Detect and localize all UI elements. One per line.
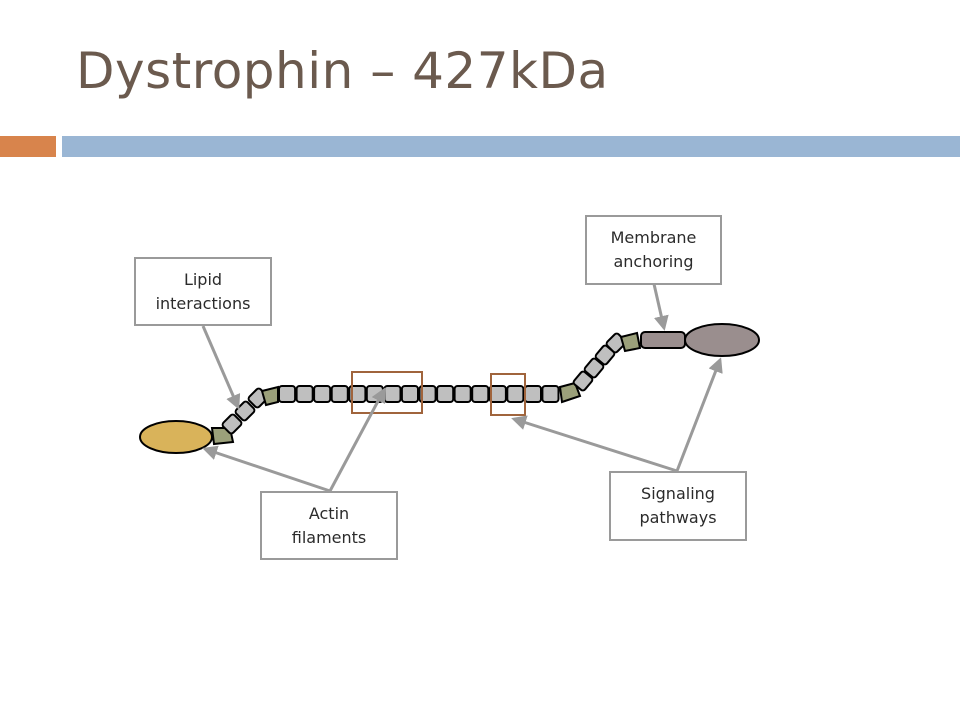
n-terminus-domain bbox=[139, 420, 213, 454]
lipid-interactions-label: Lipid interactions bbox=[134, 257, 272, 326]
spectrin-repeat bbox=[295, 385, 314, 403]
hinge-segment bbox=[558, 381, 582, 404]
membrane-anchoring-label: Membrane anchoring bbox=[585, 215, 722, 285]
spectrin-repeat bbox=[221, 413, 243, 435]
title-accent-bar-orange bbox=[0, 136, 56, 157]
arrow-signaling-to-rod bbox=[511, 415, 678, 473]
spectrin-repeat bbox=[400, 385, 419, 403]
hinge-segment bbox=[260, 385, 279, 407]
spectrin-repeat bbox=[383, 385, 402, 403]
spectrin-repeat bbox=[348, 385, 367, 403]
arrow-signaling-to-c-terminus bbox=[675, 357, 723, 472]
cysteine-rich-domain bbox=[640, 331, 686, 349]
spectrin-repeat bbox=[541, 385, 560, 403]
membrane-label-line2: anchoring bbox=[613, 252, 694, 271]
arrow-membrane-to-linker bbox=[652, 283, 669, 331]
rod-domain bbox=[278, 385, 560, 403]
signaling-label-line1: Signaling bbox=[641, 484, 715, 503]
actin-filaments-label: Actin filaments bbox=[260, 491, 398, 560]
signaling-pathways-label: Signaling pathways bbox=[609, 471, 747, 541]
actin-binding-region-highlight bbox=[351, 371, 423, 414]
arrow-actin-to-rod bbox=[328, 387, 386, 492]
signaling-label-line2: pathways bbox=[639, 508, 717, 527]
spectrin-repeat bbox=[506, 385, 525, 403]
actin-label-line2: filaments bbox=[291, 527, 367, 547]
membrane-label-line1: Membrane bbox=[610, 228, 697, 247]
slide-title: Dystrophin – 427kDa bbox=[76, 42, 609, 100]
spectrin-repeat bbox=[471, 385, 490, 403]
arrow-lipid-to-n-terminus bbox=[201, 325, 241, 410]
spectrin-repeat bbox=[583, 357, 605, 379]
spectrin-repeat bbox=[278, 385, 297, 403]
spectrin-repeat bbox=[453, 385, 472, 403]
lipid-label-line2: interactions bbox=[155, 293, 251, 313]
c-terminus-domain bbox=[684, 323, 760, 357]
lipid-label-line1: Lipid bbox=[183, 269, 223, 289]
signaling-region-highlight bbox=[490, 373, 526, 416]
hinge-segment bbox=[619, 331, 642, 353]
spectrin-repeat bbox=[313, 385, 332, 403]
spectrin-repeat bbox=[488, 385, 507, 403]
actin-label-line1: Actin bbox=[308, 503, 350, 523]
spectrin-repeat bbox=[572, 370, 594, 392]
spectrin-repeat bbox=[523, 385, 543, 403]
arrow-actin-to-n-terminus bbox=[202, 445, 331, 493]
title-accent-bar-blue bbox=[62, 136, 960, 157]
spectrin-repeat bbox=[436, 385, 455, 403]
spectrin-repeat bbox=[418, 385, 437, 403]
spectrin-repeat bbox=[330, 385, 349, 403]
